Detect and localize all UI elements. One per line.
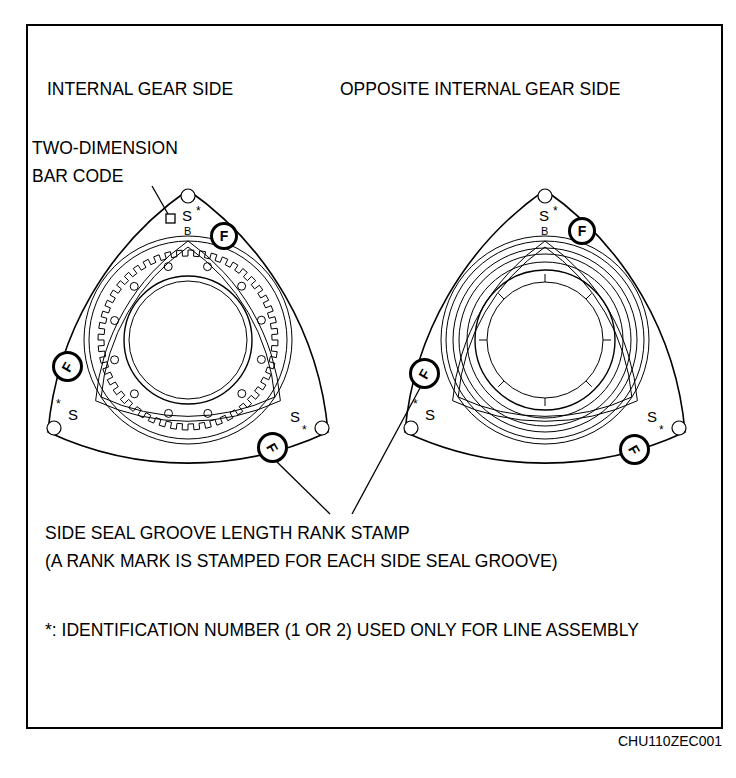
gear-bolt [204, 409, 212, 417]
frame [27, 25, 722, 728]
stamp-letter: S [290, 408, 300, 425]
gear-bolt [111, 317, 119, 325]
apex-seal [538, 189, 552, 203]
view-title: INTERNAL GEAR SIDE [47, 79, 233, 99]
rank-letter: F [264, 440, 280, 454]
gear-bolt [257, 356, 265, 364]
gear-bolt [164, 263, 172, 271]
stamp-letter: B [541, 225, 548, 238]
rank-letter: F [626, 442, 642, 456]
oil-seal-ring [446, 241, 644, 439]
leader-line [352, 388, 420, 514]
footnote: *: IDENTIFICATION NUMBER (1 OR 2) USED O… [45, 616, 657, 644]
rotor-outline [405, 190, 685, 463]
stamp-letter: S [425, 406, 435, 423]
id-mark: * [659, 424, 664, 438]
oil-seal-ring [467, 262, 623, 418]
stamp-letter: S [68, 406, 78, 423]
rank-letter: F [220, 229, 229, 243]
stamp-letter: S [182, 207, 192, 224]
rotor-outline [48, 190, 328, 463]
id-mark: * [196, 205, 201, 219]
bar-code-symbol [166, 214, 175, 223]
callout-note: (A RANK MARK IS STAMPED FOR EACH SIDE SE… [45, 551, 557, 571]
stamp-letter: S [647, 408, 657, 425]
rotor-bore [124, 276, 252, 404]
gear-bolt [130, 390, 138, 398]
id-mark: * [413, 398, 418, 412]
bore-detail [586, 293, 592, 299]
stamp-letter: B [184, 225, 191, 238]
bore-detail [545, 274, 546, 282]
leader-line [152, 186, 168, 214]
oil-seal-ring [459, 254, 631, 426]
gear-bolt [111, 356, 119, 364]
gear-bolt [130, 282, 138, 290]
oil-seal-ring [453, 248, 637, 432]
rank-stamp: F [52, 351, 83, 382]
gear-bolt [204, 263, 212, 271]
rank-letter: F [59, 359, 75, 373]
part-label: TWO-DIMENSION BAR CODE [32, 134, 182, 190]
rank-stamp: F [257, 432, 288, 463]
apex-seal [315, 421, 329, 435]
gear-bolt [238, 390, 246, 398]
rotor-bore [129, 281, 247, 399]
gear-bolt [238, 282, 246, 290]
apex-seal [672, 421, 686, 435]
side-seal-groove [101, 247, 275, 416]
side-seal-groove [458, 247, 632, 416]
gear-bolt [165, 409, 173, 417]
oil-seal-ring [441, 236, 649, 444]
leader-line [277, 462, 330, 514]
internal-gear [98, 250, 278, 430]
apex-seal [181, 189, 195, 203]
id-mark: * [553, 205, 558, 219]
rank-stamp: F [409, 358, 440, 389]
rank-letter: F [578, 224, 587, 238]
id-mark: * [302, 424, 307, 438]
id-mark: * [56, 398, 61, 412]
bore-detail [479, 340, 487, 341]
oil-seal-ring [89, 241, 287, 439]
rank-stamp: F [210, 222, 238, 250]
rank-stamp: F [568, 217, 596, 245]
bore-detail [498, 381, 504, 387]
stamp-letter: S [539, 207, 549, 224]
figure-code: CHU110ZEC001 [618, 733, 722, 749]
apex-seal [404, 421, 418, 435]
rotor-bore [487, 282, 603, 398]
view-title: OPPOSITE INTERNAL GEAR SIDE [340, 79, 620, 99]
bore-detail [586, 381, 592, 387]
side-seal-groove [453, 241, 638, 421]
callout-label: SIDE SEAL GROOVE LENGTH RANK STAMP [45, 523, 410, 543]
rank-letter: F [416, 366, 432, 380]
rotor-bore [475, 270, 615, 410]
bore-detail [498, 293, 504, 299]
rank-stamp: F [619, 434, 650, 465]
bore-detail [545, 398, 546, 406]
bore-detail [603, 340, 611, 341]
oil-seal-ring [84, 236, 292, 444]
apex-seal [47, 421, 61, 435]
gear-bolt [257, 316, 265, 324]
